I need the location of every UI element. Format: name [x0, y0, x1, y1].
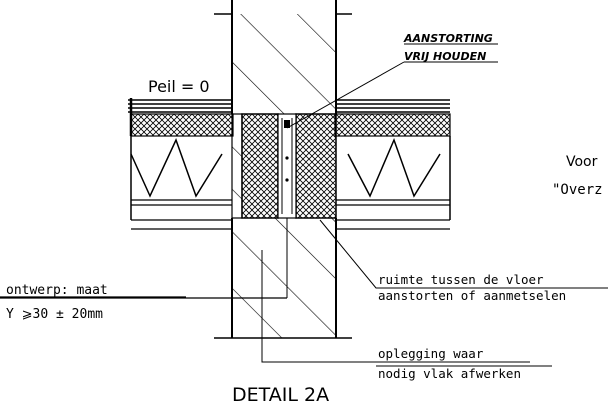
- left-label-line2: Y ⩾30 ± 20mm: [6, 307, 103, 322]
- hollow-core-slab-right: [336, 136, 451, 230]
- bottom-label-line1: oplegging waar: [378, 346, 484, 361]
- detail-title: DETAIL 2A: [232, 384, 329, 406]
- top-label-line1: AANSTORTING: [403, 32, 493, 45]
- bottom-label-line2: nodig vlak afwerken: [378, 366, 521, 381]
- right-label-line1: ruimte tussen de vloer: [378, 272, 544, 287]
- right-side-text-2: "Overz: [552, 182, 603, 198]
- left-label-line1: ontwerp: maat: [6, 283, 108, 298]
- lower-wall: [214, 218, 352, 339]
- hollow-core-slab-left: [130, 136, 232, 230]
- leader-lines: [0, 43, 608, 367]
- right-side-text-1: Voor: [566, 154, 598, 170]
- right-label-line2: aanstorten of aanmetselen: [378, 288, 566, 303]
- pressure-layer: [130, 113, 451, 137]
- top-label-line2: VRIJ HOUDEN: [404, 50, 486, 63]
- level-label: Peil = 0: [148, 77, 210, 96]
- bearing-zone: [231, 113, 337, 219]
- upper-wall: [214, 0, 352, 114]
